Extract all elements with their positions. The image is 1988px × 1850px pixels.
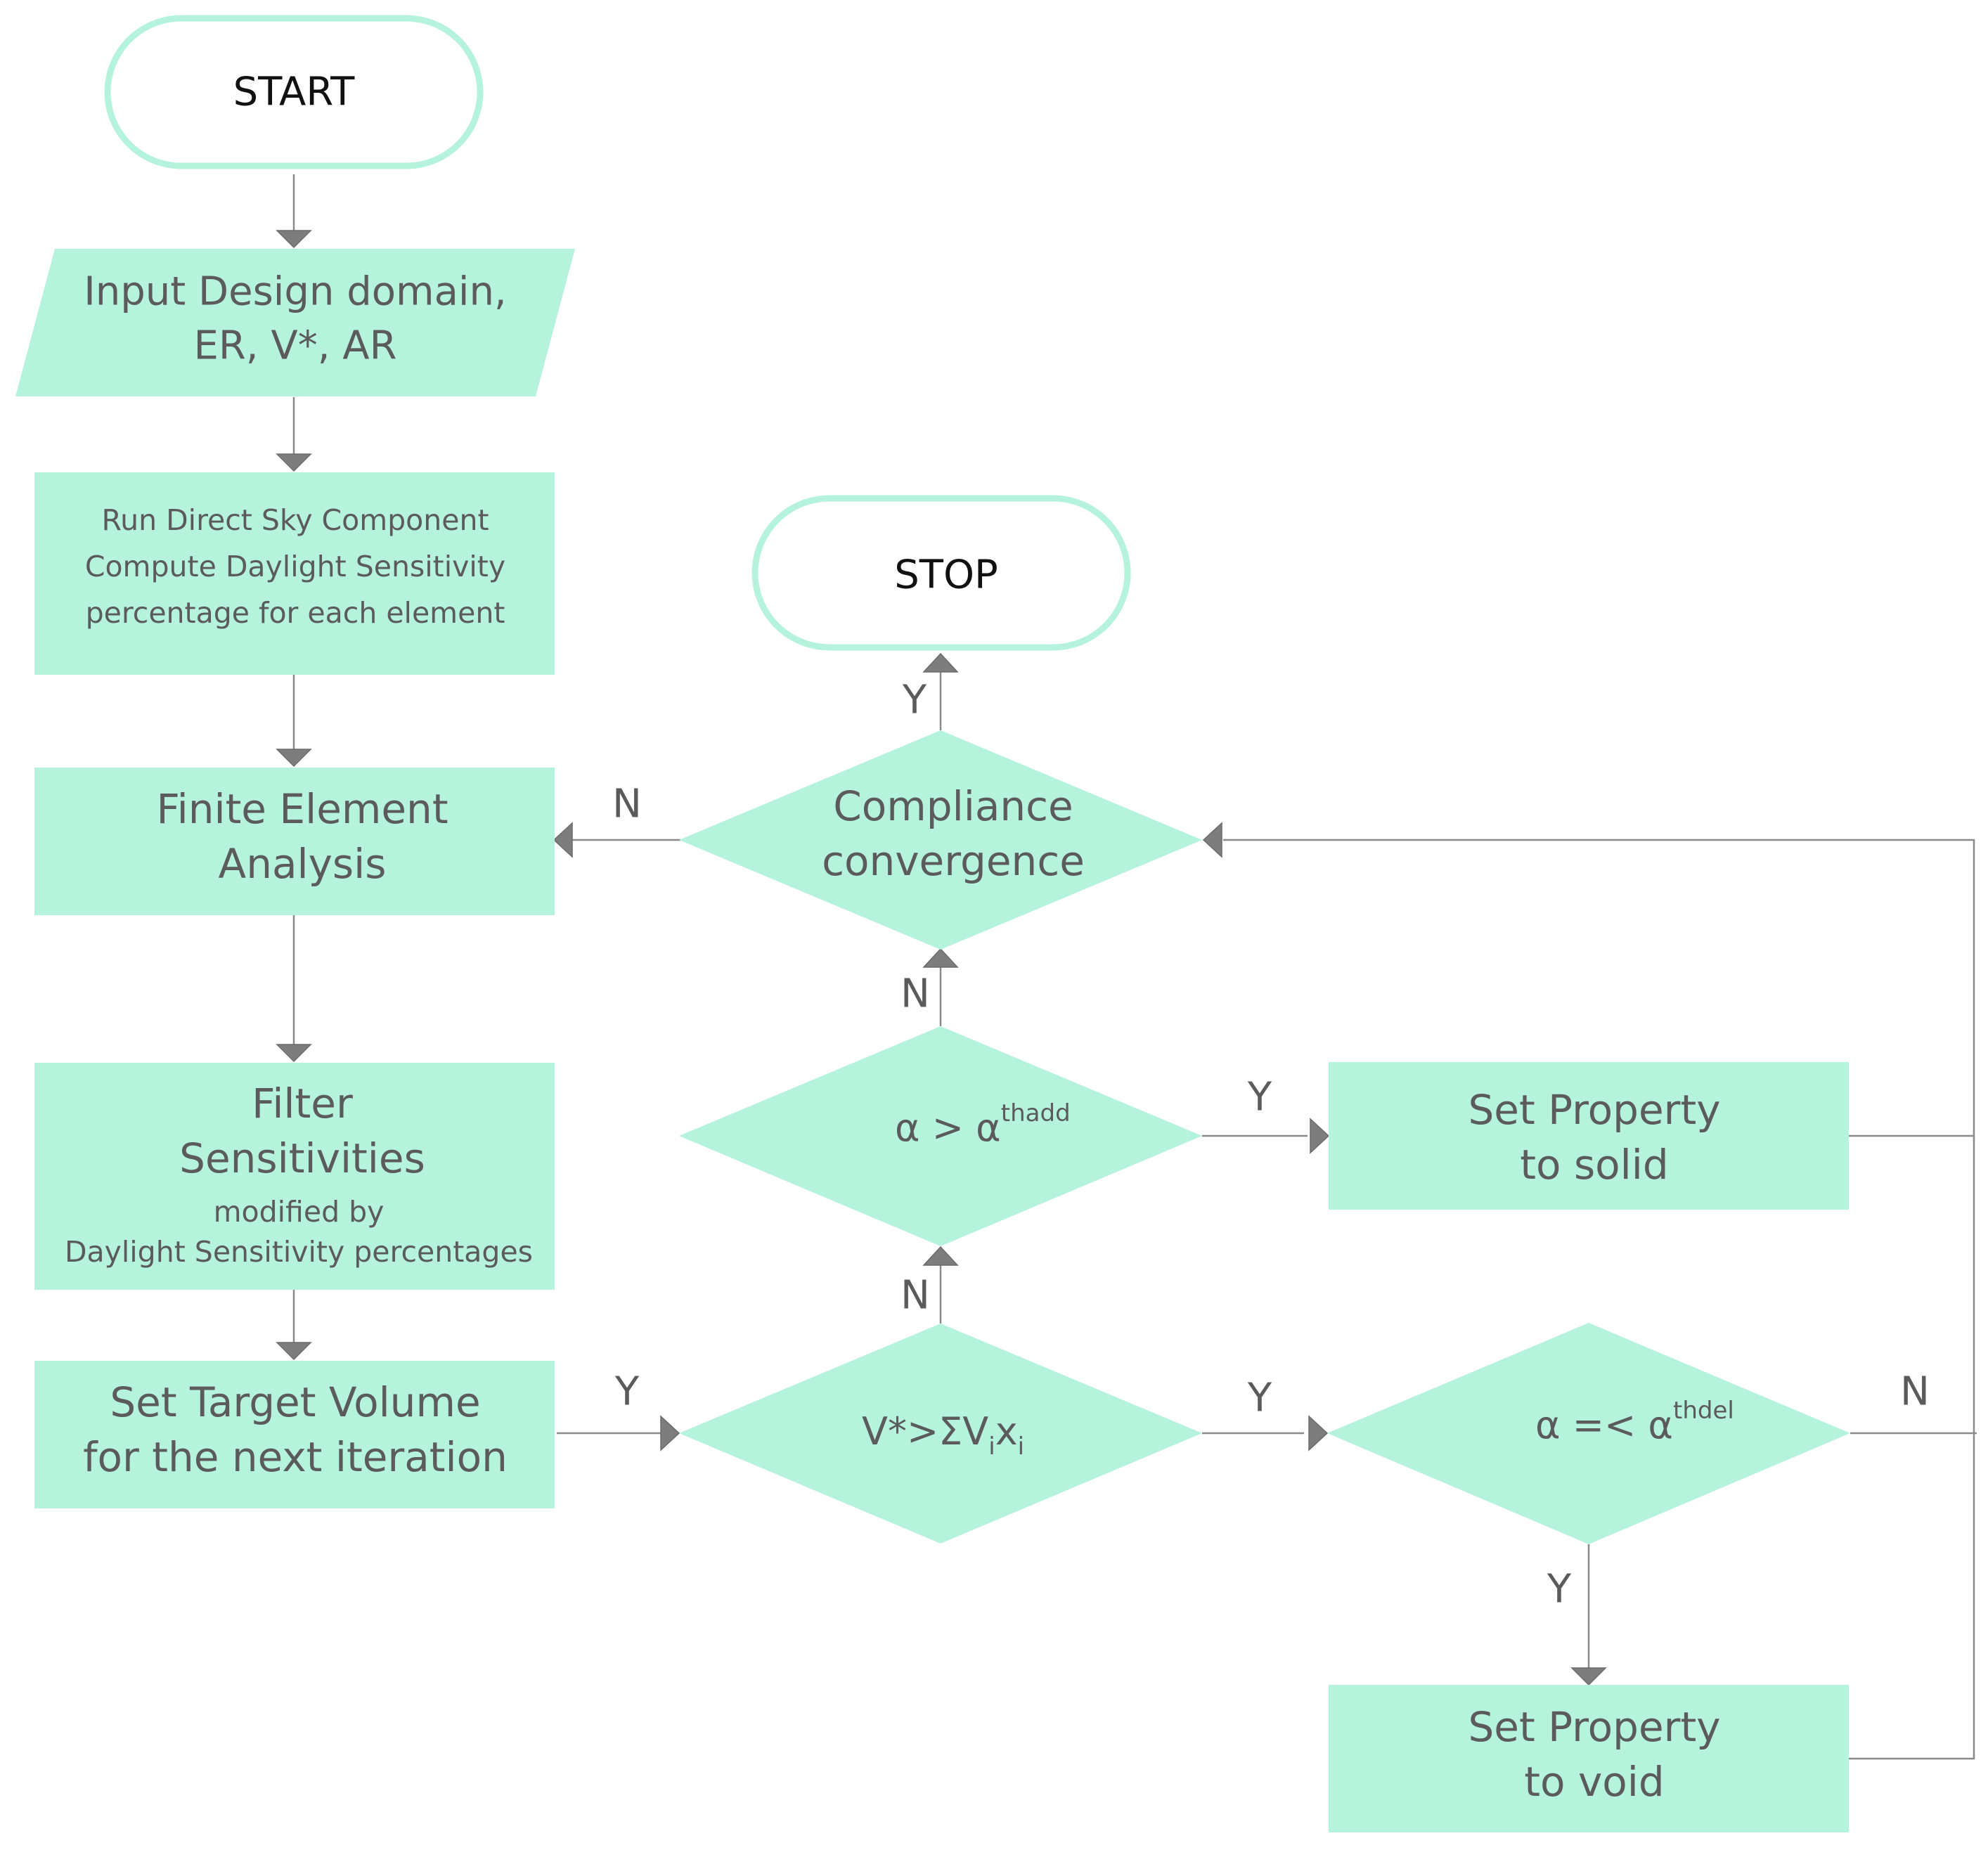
alpha-add-base: α > α: [895, 1106, 1001, 1150]
alpha-add-label: α > αthadd: [895, 1099, 1071, 1150]
arrowhead-down-dsc: [276, 453, 312, 472]
arrowhead-right-alphadel: [1308, 1415, 1329, 1451]
volume-sub1: i: [988, 1432, 995, 1461]
filter-node: Filter Sensitivities modified by Dayligh…: [34, 1063, 555, 1290]
alpha-del-sup: thdel: [1673, 1397, 1734, 1425]
input-shape: [15, 249, 575, 396]
connectors: [292, 174, 1977, 1760]
volume-sub2: i: [1018, 1432, 1024, 1461]
set-solid-shape: [1329, 1062, 1849, 1210]
dsc-node: Run Direct Sky Component Compute Dayligh…: [34, 472, 555, 675]
alpha-add-sup: thadd: [1001, 1099, 1071, 1127]
target-line2: for the next iteration: [83, 1433, 508, 1481]
arrowhead-right-volume: [660, 1415, 680, 1451]
fea-shape: [34, 768, 555, 915]
filter-shape: [34, 1063, 555, 1290]
volume-mid: x: [995, 1409, 1018, 1454]
set-solid-line1: Set Property: [1468, 1086, 1720, 1134]
edge-void-loop: [1849, 1136, 1975, 1760]
arrowhead-left-compliance: [1202, 822, 1222, 858]
compliance-decision: Compliance convergence: [679, 730, 1202, 950]
target-node: Set Target Volume for the next iteration: [34, 1361, 555, 1508]
arrowhead-up-stop: [922, 652, 959, 673]
volume-label: V*>ΣVixi: [862, 1409, 1024, 1461]
set-void-line2: to void: [1524, 1758, 1664, 1806]
arrowhead-down-input: [276, 230, 312, 249]
fea-line2: Analysis: [219, 840, 387, 888]
label-volume-no: N: [901, 1273, 930, 1319]
start-terminal: START: [104, 15, 484, 169]
start-label: START: [233, 70, 356, 115]
start-shape: [104, 15, 484, 169]
alpha-del-label: α =< αthdel: [1535, 1397, 1734, 1447]
fea-node: Finite Element Analysis: [34, 768, 555, 915]
arrowhead-down-filter: [276, 1044, 312, 1063]
label-volume-yes: Y: [1247, 1376, 1272, 1421]
arrowhead-up-alphaadd: [922, 1246, 959, 1266]
volume-base: V*>ΣV: [862, 1409, 988, 1454]
dsc-shape: [34, 472, 555, 675]
label-compliance-yes: Y: [902, 678, 927, 723]
filter-line3: modified by: [214, 1195, 385, 1229]
set-void-shape: [1329, 1685, 1849, 1832]
arrowhead-right-solid: [1310, 1118, 1330, 1154]
compliance-shape: [679, 730, 1202, 950]
stop-label: STOP: [894, 552, 998, 598]
arrowhead-down-target: [276, 1342, 312, 1361]
compliance-line2: convergence: [822, 837, 1085, 885]
alpha-add-decision: α > αthadd: [679, 1026, 1202, 1246]
alpha-del-base: α =< α: [1535, 1403, 1673, 1447]
arrowheads: [276, 230, 1607, 1686]
dsc-line2: Compute Daylight Sensitivity: [85, 550, 505, 583]
fea-line1: Finite Element: [156, 785, 448, 833]
filter-line4: Daylight Sensitivity percentages: [65, 1235, 533, 1269]
alpha-del-decision: α =< αthdel: [1327, 1323, 1850, 1544]
volume-decision: V*>ΣVixi: [679, 1324, 1202, 1544]
edge-feedback-loop: [1223, 839, 1975, 1137]
alpha-del-shape: [1327, 1323, 1850, 1544]
set-void-node: Set Property to void: [1329, 1685, 1849, 1832]
input-line2: ER, V*, AR: [193, 323, 396, 369]
label-alpha-del-no: N: [1900, 1369, 1930, 1415]
target-shape: [34, 1361, 555, 1508]
dsc-line1: Run Direct Sky Component: [101, 503, 489, 537]
arrowhead-down-void: [1570, 1667, 1607, 1686]
arrowhead-left-fea: [553, 822, 573, 858]
set-void-line1: Set Property: [1468, 1703, 1720, 1751]
label-alpha-del-yes: Y: [1547, 1567, 1572, 1612]
filter-line1: Filter: [252, 1080, 353, 1127]
stop-terminal: STOP: [751, 495, 1131, 651]
set-solid-line2: to solid: [1520, 1141, 1668, 1189]
volume-shape: [679, 1324, 1202, 1544]
dsc-line3: percentage for each element: [86, 596, 505, 630]
stop-shape: [751, 495, 1131, 651]
compliance-line1: Compliance: [833, 782, 1073, 830]
label-alpha-add-yes: Y: [1247, 1075, 1272, 1120]
set-solid-node: Set Property to solid: [1329, 1062, 1849, 1210]
label-compliance-no: N: [612, 782, 642, 827]
filter-line2: Sensitivities: [179, 1134, 425, 1182]
arrowhead-up-compliance: [922, 947, 959, 968]
input-node: Input Design domain, ER, V*, AR: [15, 249, 575, 396]
alpha-add-shape: [679, 1026, 1202, 1246]
label-alpha-add-no: N: [901, 971, 930, 1017]
edge-labels: Y N N Y N Y Y N Y: [612, 678, 1930, 1612]
input-line1: Input Design domain,: [84, 269, 506, 315]
arrowhead-down-fea: [276, 749, 312, 768]
target-line1: Set Target Volume: [110, 1378, 480, 1426]
label-target-yes: Y: [614, 1369, 640, 1415]
